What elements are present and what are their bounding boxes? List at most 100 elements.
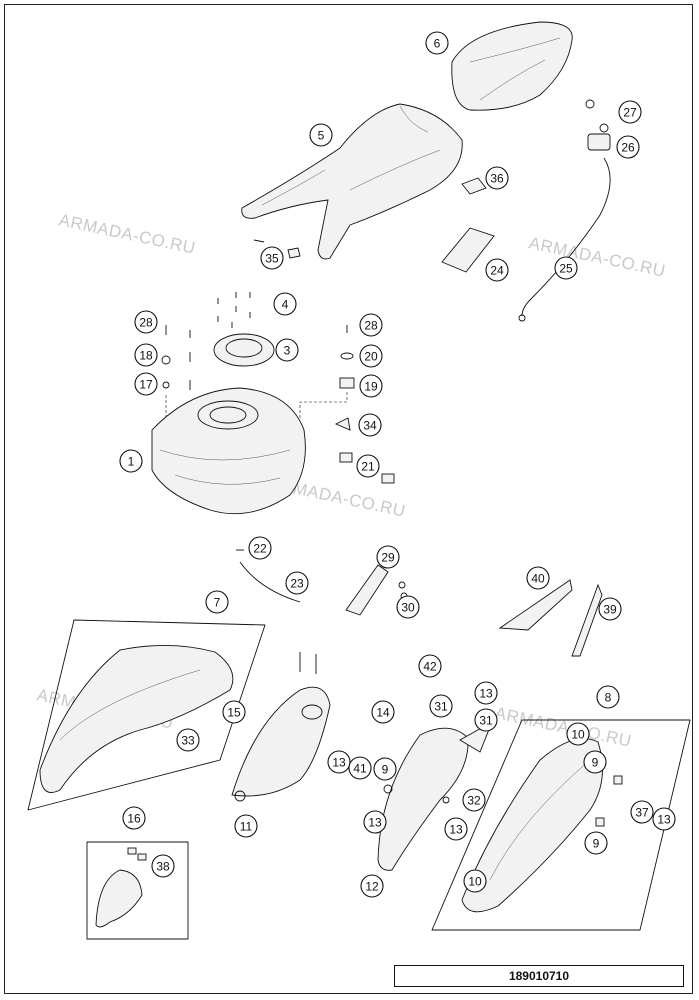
callout-label: 29 bbox=[381, 551, 395, 565]
callout-1: 1 bbox=[119, 449, 143, 473]
callout-circle bbox=[273, 292, 297, 316]
callout-40: 40 bbox=[526, 566, 550, 590]
screws-4 bbox=[217, 292, 251, 328]
callout-label: 34 bbox=[363, 419, 377, 433]
callout-17: 17 bbox=[134, 372, 158, 396]
left-side-panel-group bbox=[27, 619, 266, 811]
callout-42: 42 bbox=[418, 654, 442, 678]
callout-circle bbox=[474, 681, 498, 705]
callout-circle bbox=[119, 449, 143, 473]
callout-label: 7 bbox=[214, 596, 221, 610]
callout-circle bbox=[474, 708, 498, 732]
knee-pads bbox=[498, 579, 603, 657]
callout-circle bbox=[134, 343, 158, 367]
callout-label: 32 bbox=[467, 794, 481, 808]
callout-circle bbox=[275, 338, 299, 362]
callout-circle bbox=[463, 869, 487, 893]
callout-circle bbox=[526, 566, 550, 590]
callout-circle bbox=[596, 685, 620, 709]
callout-label: 13 bbox=[332, 756, 346, 770]
callout-label: 15 bbox=[227, 706, 241, 720]
callout-35: 35 bbox=[260, 246, 284, 270]
callout-label: 11 bbox=[240, 820, 253, 834]
callout-20: 20 bbox=[359, 344, 383, 368]
callout-label: 38 bbox=[156, 860, 170, 874]
callout-circle bbox=[285, 571, 309, 595]
callout-22: 22 bbox=[248, 536, 272, 560]
callout-label: 41 bbox=[353, 762, 367, 776]
callout-33: 33 bbox=[176, 728, 200, 752]
rider-seat bbox=[241, 103, 463, 260]
callout-circle bbox=[616, 135, 640, 159]
callout-4: 4 bbox=[273, 292, 297, 316]
callout-label: 26 bbox=[621, 141, 635, 155]
callout-circle bbox=[234, 814, 258, 838]
callout-11: 11 bbox=[234, 814, 258, 838]
callout-13: 13 bbox=[474, 681, 498, 705]
callout-label: 5 bbox=[318, 129, 325, 143]
callout-label: 36 bbox=[490, 172, 504, 186]
callout-label: 6 bbox=[434, 37, 441, 51]
callout-31: 31 bbox=[474, 708, 498, 732]
callout-37: 37 bbox=[630, 800, 654, 824]
callout-label: 39 bbox=[603, 603, 617, 617]
callout-circle bbox=[222, 700, 246, 724]
callout-circle bbox=[327, 750, 351, 774]
callout-circle bbox=[554, 256, 578, 280]
callout-label: 19 bbox=[364, 380, 378, 394]
callout-23: 23 bbox=[285, 571, 309, 595]
callout-28: 28 bbox=[134, 310, 158, 334]
callout-circle bbox=[462, 788, 486, 812]
callout-label: 31 bbox=[434, 700, 448, 714]
callout-circle bbox=[134, 310, 158, 334]
drawing-frame bbox=[4, 4, 693, 994]
callout-12: 12 bbox=[360, 874, 384, 898]
callout-circle bbox=[151, 854, 175, 878]
callout-label: 23 bbox=[290, 577, 304, 591]
callout-39: 39 bbox=[598, 597, 622, 621]
drawing-number-box: 189010710 bbox=[394, 965, 684, 987]
callout-circle bbox=[485, 166, 509, 190]
callout-label: 1 bbox=[128, 455, 135, 469]
callout-label: 13 bbox=[368, 816, 382, 830]
callout-circle bbox=[652, 807, 676, 831]
callout-label: 14 bbox=[376, 706, 390, 720]
callout-circle bbox=[425, 31, 449, 55]
callout-circle bbox=[373, 757, 397, 781]
callout-18: 18 bbox=[134, 343, 158, 367]
callout-7: 7 bbox=[205, 590, 229, 614]
callout-label: 13 bbox=[657, 813, 671, 827]
callout-6: 6 bbox=[425, 31, 449, 55]
callout-circle bbox=[584, 831, 608, 855]
callout-circle bbox=[359, 374, 383, 398]
callout-label: 4 bbox=[282, 298, 289, 312]
callout-circle bbox=[444, 817, 468, 841]
misc-small-parts bbox=[217, 177, 495, 328]
callout-label: 31 bbox=[479, 714, 493, 728]
callout-label: 16 bbox=[127, 812, 141, 826]
callout-15: 15 bbox=[222, 700, 246, 724]
watermark-text: ARMADA-CO.RU bbox=[527, 233, 667, 281]
callout-41: 41 bbox=[348, 756, 372, 780]
callout-30: 30 bbox=[396, 595, 420, 619]
callout-28: 28 bbox=[359, 313, 383, 337]
callout-13: 13 bbox=[327, 750, 351, 774]
callout-36: 36 bbox=[485, 166, 509, 190]
callout-9: 9 bbox=[583, 750, 607, 774]
callout-label: 40 bbox=[531, 572, 545, 586]
callout-label: 33 bbox=[181, 734, 195, 748]
callout-label: 24 bbox=[490, 264, 504, 278]
callout-16: 16 bbox=[122, 806, 146, 830]
callout-label: 28 bbox=[139, 316, 153, 330]
hose-bracket bbox=[236, 549, 408, 616]
callout-label: 22 bbox=[253, 542, 267, 556]
callout-circle bbox=[618, 100, 642, 124]
callout-circle bbox=[356, 454, 380, 478]
callout-circle bbox=[248, 536, 272, 560]
callout-29: 29 bbox=[376, 545, 400, 569]
callout-circle bbox=[260, 246, 284, 270]
callout-label: 37 bbox=[635, 806, 649, 820]
callout-31: 31 bbox=[429, 694, 453, 718]
callout-label: 20 bbox=[364, 350, 378, 364]
